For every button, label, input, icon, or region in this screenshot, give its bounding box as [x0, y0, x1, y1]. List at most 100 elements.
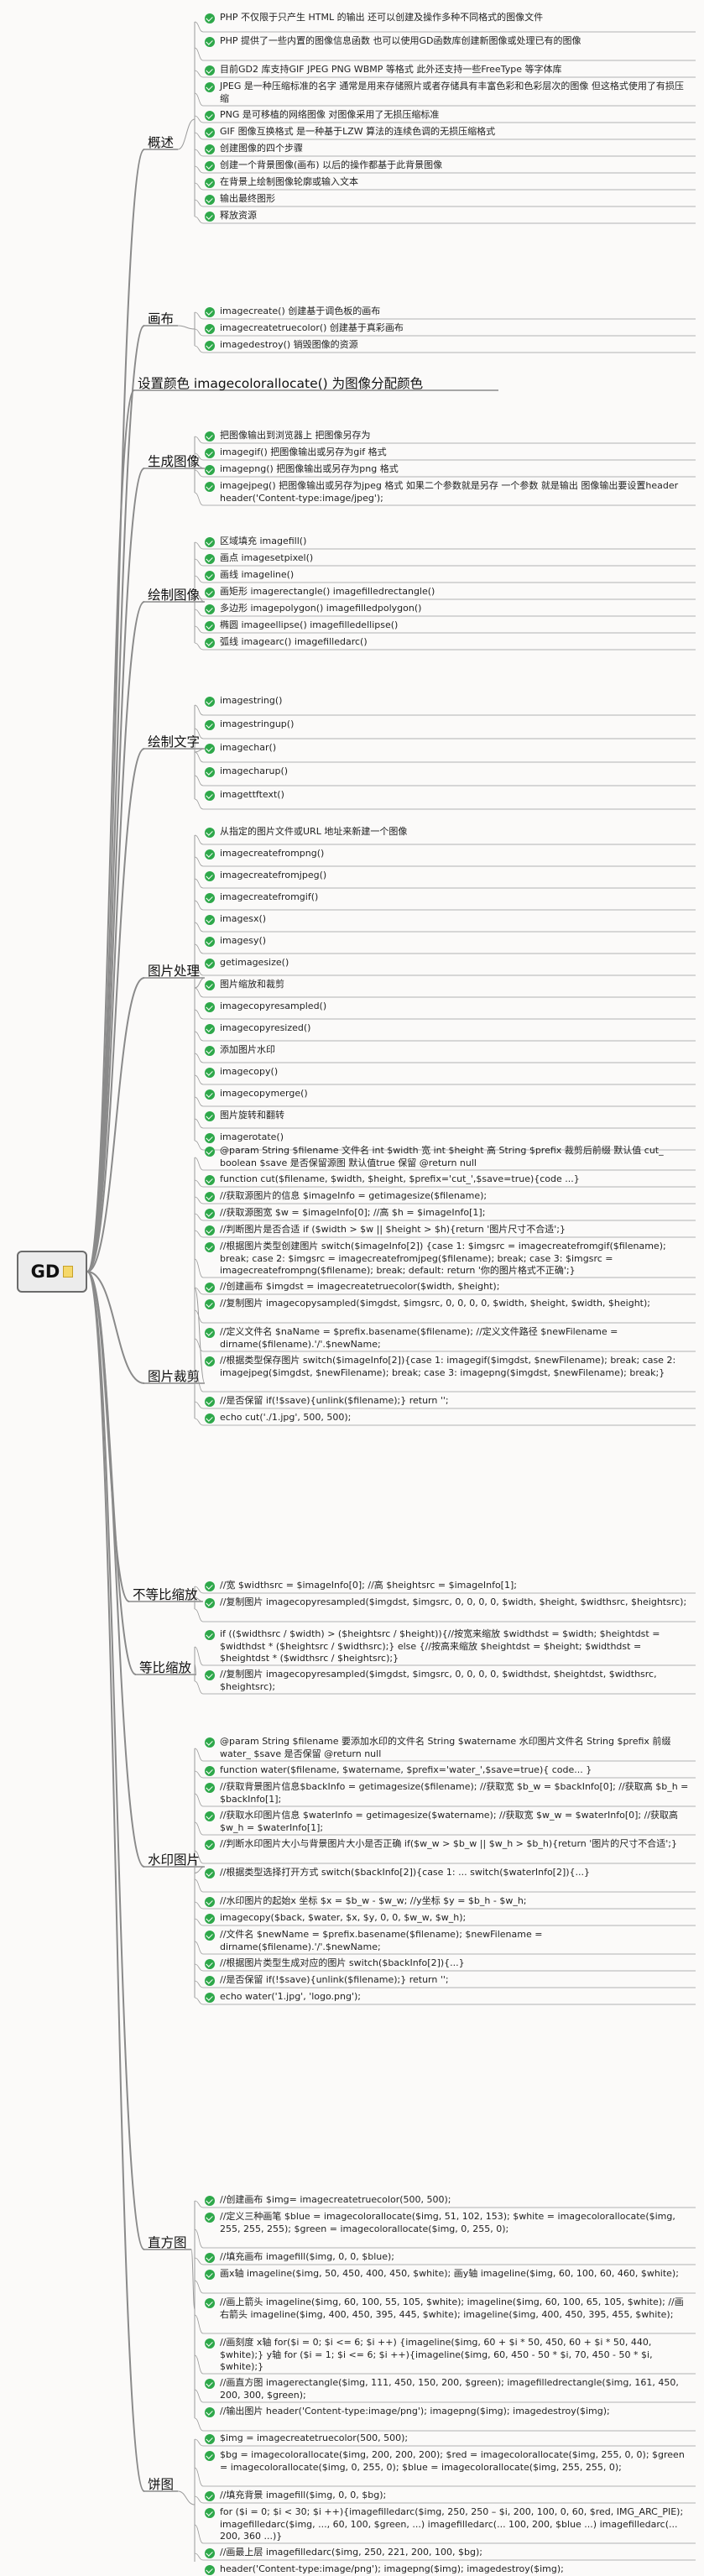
leaf-item[interactable]: 画线 imageline() [220, 569, 295, 580]
leaf-item[interactable]: for ($i = 0; $i < 30; $i ++){imagefilled… [220, 2506, 684, 2542]
leaf-item[interactable]: //水印图片的起始x 坐标 $x = $b_w - $w_w; //y坐标 $y… [220, 1895, 527, 1906]
leaf-item[interactable]: //输出图片 header('Content-type:image/png');… [220, 2406, 610, 2417]
leaf-item[interactable]: imagepng() 把图像输出或另存为png 格式 [220, 463, 399, 474]
leaf-item[interactable]: //填充背景 imagefill($img, 0, 0, $bg); [220, 2490, 387, 2500]
category-node[interactable]: 等比缩放 [139, 1660, 192, 1675]
leaf-item[interactable]: 画x轴 imageline($img, 50, 450, 400, 450, $… [220, 2268, 679, 2279]
leaf-item[interactable]: imagedestroy() 销毁图像的资源 [220, 339, 358, 350]
category-node[interactable]: 概述 [148, 135, 175, 150]
leaf-item[interactable]: @param String $filename 文件名 int $width 宽… [220, 1145, 664, 1168]
leaf-item[interactable]: imagecopyresampled() [220, 1001, 327, 1011]
leaf-item[interactable]: GIF 图像互换格式 是一种基于LZW 算法的连续色调的无损压缩格式 [220, 126, 496, 137]
leaf-item[interactable]: //获取源图片的信息 $imageInfo = getimagesize($fi… [220, 1190, 488, 1201]
leaf-item[interactable]: 弧线 imagearc() imagefilledarc() [220, 636, 368, 647]
leaf-item[interactable]: 多边形 imagepolygon() imagefilledpolygon() [220, 603, 422, 614]
leaf-item[interactable]: //宽 $widthsrc = $imageInfo[0]; //高 $heig… [220, 1580, 517, 1591]
leaf-item[interactable]: //画刻度 x轴 for($i = 0; $i <= 6; $i ++) {im… [220, 2337, 653, 2372]
leaf-item[interactable]: 从指定的图片文件或URL 地址来新建一个图像 [220, 826, 408, 837]
leaf-item[interactable]: imagecreatetruecolor() 创建基于真彩画布 [220, 322, 404, 333]
leaf-item[interactable]: echo water('1.jpg', 'logo.png'); [220, 1991, 361, 2002]
leaf-item[interactable]: imagecreate() 创建基于调色板的画布 [220, 306, 381, 316]
leaf-item[interactable]: 创建图像的四个步骤 [220, 143, 303, 154]
leaf-item[interactable]: imagecopy() [220, 1066, 279, 1077]
category-node[interactable]: 饼图 [148, 2477, 175, 2492]
leaf-item[interactable]: //文件名 $newName = $prefix.basename($filen… [220, 1929, 543, 1952]
leaf-item[interactable]: 输出最终图形 [220, 193, 275, 204]
leaf-item[interactable]: 画矩形 imagerectangle() imagefilledrectangl… [220, 586, 435, 597]
leaf-item[interactable]: //创建画布 $img= imagecreatetruecolor(500, 5… [220, 2194, 451, 2205]
leaf-item[interactable]: //判断图片是否合适 if ($width > $w || $height > … [220, 1224, 566, 1235]
leaf-item[interactable]: JPEG 是一种压缩标准的名字 通常是用来存储照片或者存储具有丰富色彩和色彩层次… [220, 81, 684, 104]
leaf-item[interactable]: //获取背景图片信息$backInfo = getimagesize($file… [220, 1781, 689, 1805]
leaf-item[interactable]: imagecreatefromgif() [220, 891, 319, 902]
leaf-item[interactable]: echo cut('./1.jpg', 500, 500); [220, 1412, 352, 1423]
leaf-item[interactable]: PNG 是可移植的网络图像 对图像采用了无损压缩标准 [220, 109, 440, 120]
leaf-item[interactable]: //画最上层 imagefilledarc($img, 250, 221, 20… [220, 2547, 482, 2558]
leaf-item[interactable]: if (($widthsrc / $width) > ($heightsrc /… [220, 1628, 660, 1664]
leaf-item[interactable]: imagecopy($back, $water, $x, $y, 0, 0, $… [220, 1912, 467, 1923]
leaf-item[interactable]: 释放资源 [220, 210, 257, 221]
leaf-item[interactable]: getimagesize() [220, 957, 289, 968]
leaf-item[interactable]: //复制图片 imagecopyresampled($imgdst, $imgs… [220, 1669, 657, 1692]
leaf-item[interactable]: imagecharup() [220, 765, 289, 776]
leaf-item[interactable]: imagerotate() [220, 1131, 284, 1142]
leaf-item[interactable]: header('Content-type:image/png'); imagep… [220, 2563, 564, 2574]
leaf-item[interactable]: //填充画布 imagefill($img, 0, 0, $blue); [220, 2251, 395, 2262]
leaf-item[interactable]: function cut($filename, $width, $height,… [220, 1173, 580, 1184]
leaf-item[interactable]: 椭圆 imageellipse() imagefilledellipse() [220, 619, 399, 630]
leaf-item[interactable]: imagestring() [220, 695, 283, 706]
leaf-item[interactable]: imagecopyresized() [220, 1022, 311, 1033]
leaf-item[interactable]: @param String $filename 要添加水印的文件名 String… [220, 1736, 671, 1759]
leaf-item[interactable]: //定义文件名 $naName = $prefix.basename($file… [220, 1326, 618, 1350]
category-node[interactable]: 绘制文字 [148, 734, 201, 750]
leaf-item[interactable]: //获取源图宽 $w = $imageInfo[0]; //高 $h = $im… [220, 1207, 486, 1218]
leaf-item[interactable]: //画上箭头 imageline($img, 60, 100, 55, 105,… [220, 2296, 684, 2320]
category-node[interactable]: 不等比缩放 [133, 1587, 198, 1602]
category-node[interactable]: 图片裁剪 [148, 1369, 201, 1384]
leaf-item[interactable]: 区域填充 imagefill() [220, 536, 307, 546]
leaf-item[interactable]: imagegif() 把图像输出或另存为gif 格式 [220, 447, 387, 457]
leaf-item[interactable]: imagesx() [220, 913, 267, 924]
leaf-item[interactable]: //画直方图 imagerectangle($img, 111, 450, 15… [220, 2377, 679, 2401]
leaf-item[interactable]: imagechar() [220, 742, 277, 753]
leaf-item[interactable]: //根据图片类型创建图片 switch($imageInfo[2]) {case… [220, 1241, 666, 1276]
category-node[interactable]: 水印图片 [148, 1852, 201, 1868]
leaf-item[interactable]: imagestringup() [220, 718, 295, 729]
category-node[interactable]: 图片处理 [148, 964, 201, 979]
leaf-item[interactable]: //根据图片类型生成对应的图片 switch($backInfo[2]){...… [220, 1957, 465, 1968]
category-node[interactable]: 生成图像 [148, 454, 201, 469]
leaf-item[interactable]: imagecreatefrompng() [220, 848, 325, 859]
leaf-item[interactable]: PHP 不仅限于只产生 HTML 的输出 还可以创建及操作多种不同格式的图像文件 [220, 12, 544, 23]
leaf-item[interactable]: //复制图片 imagecopysampled($imgdst, $imgsrc… [220, 1298, 650, 1309]
leaf-item[interactable]: 图片缩放和裁剪 [220, 979, 284, 990]
leaf-item[interactable]: //是否保留 if(!$save){unlink($filename);} re… [220, 1395, 449, 1406]
leaf-item[interactable]: //定义三种画笔 $blue = imagecolorallocate($img… [220, 2211, 675, 2234]
leaf-item[interactable]: //根据类型保存图片 switch($imageInfo[2]){case 1:… [220, 1355, 676, 1378]
leaf-item[interactable]: function water($filename, $watername, $p… [220, 1764, 592, 1775]
leaf-item[interactable]: //判断水印图片大小与背景图片大小是否正确 if($w_w > $b_w || … [220, 1838, 678, 1849]
leaf-item[interactable]: //复制图片 imagecopyresampled($imgdst, $imgs… [220, 1596, 687, 1607]
leaf-item[interactable]: 在背景上绘制图像轮廓或输入文本 [220, 176, 358, 187]
leaf-item[interactable]: imagecreatefromjpeg() [220, 870, 327, 880]
leaf-item[interactable]: 图片旋转和翻转 [220, 1110, 284, 1121]
leaf-item[interactable]: 画点 imagesetpixel() [220, 552, 314, 563]
leaf-item[interactable]: imagecopymerge() [220, 1088, 308, 1099]
leaf-item[interactable]: $bg = imagecolorallocate($img, 200, 200,… [220, 2449, 685, 2473]
leaf-item[interactable]: //创建画布 $imgdst = imagecreatetruecolor($w… [220, 1281, 500, 1292]
leaf-item[interactable]: imagesy() [220, 935, 267, 946]
leaf-item[interactable]: //获取水印图片信息 $waterInfo = getimagesize($wa… [220, 1810, 679, 1833]
leaf-item[interactable]: 目前GD2 库支持GIF JPEG PNG WBMP 等格式 此外还支持一些Fr… [220, 64, 562, 75]
leaf-item[interactable]: //根据类型选择打开方式 switch($backInfo[2]){case 1… [220, 1867, 591, 1878]
category-node[interactable]: 直方图 [148, 2235, 187, 2250]
leaf-item[interactable]: 创建一个背景图像(画布) 以后的操作都基于此背景图像 [220, 159, 443, 170]
leaf-item[interactable]: //是否保留 if(!$save){unlink($filename);} re… [220, 1974, 449, 1985]
leaf-item[interactable]: imagejpeg() 把图像输出或另存为jpeg 格式 如果二个参数就是另存 … [220, 480, 679, 504]
leaf-item[interactable]: PHP 提供了一些内置的图像信息函数 也可以使用GD函数库创建新图像或处理已有的… [220, 35, 581, 46]
leaf-item[interactable]: 把图像输出到浏览器上 把图像另存为 [220, 430, 371, 441]
category-node[interactable]: 画布 [148, 311, 175, 327]
leaf-item[interactable]: $img = imagecreatetruecolor(500, 500); [220, 2432, 409, 2443]
category-node[interactable]: 绘制图像 [148, 588, 201, 603]
leaf-item[interactable]: imagettftext() [220, 789, 284, 800]
leaf-item[interactable]: 添加图片水印 [220, 1044, 275, 1055]
root-node[interactable]: GD [17, 1251, 87, 1293]
